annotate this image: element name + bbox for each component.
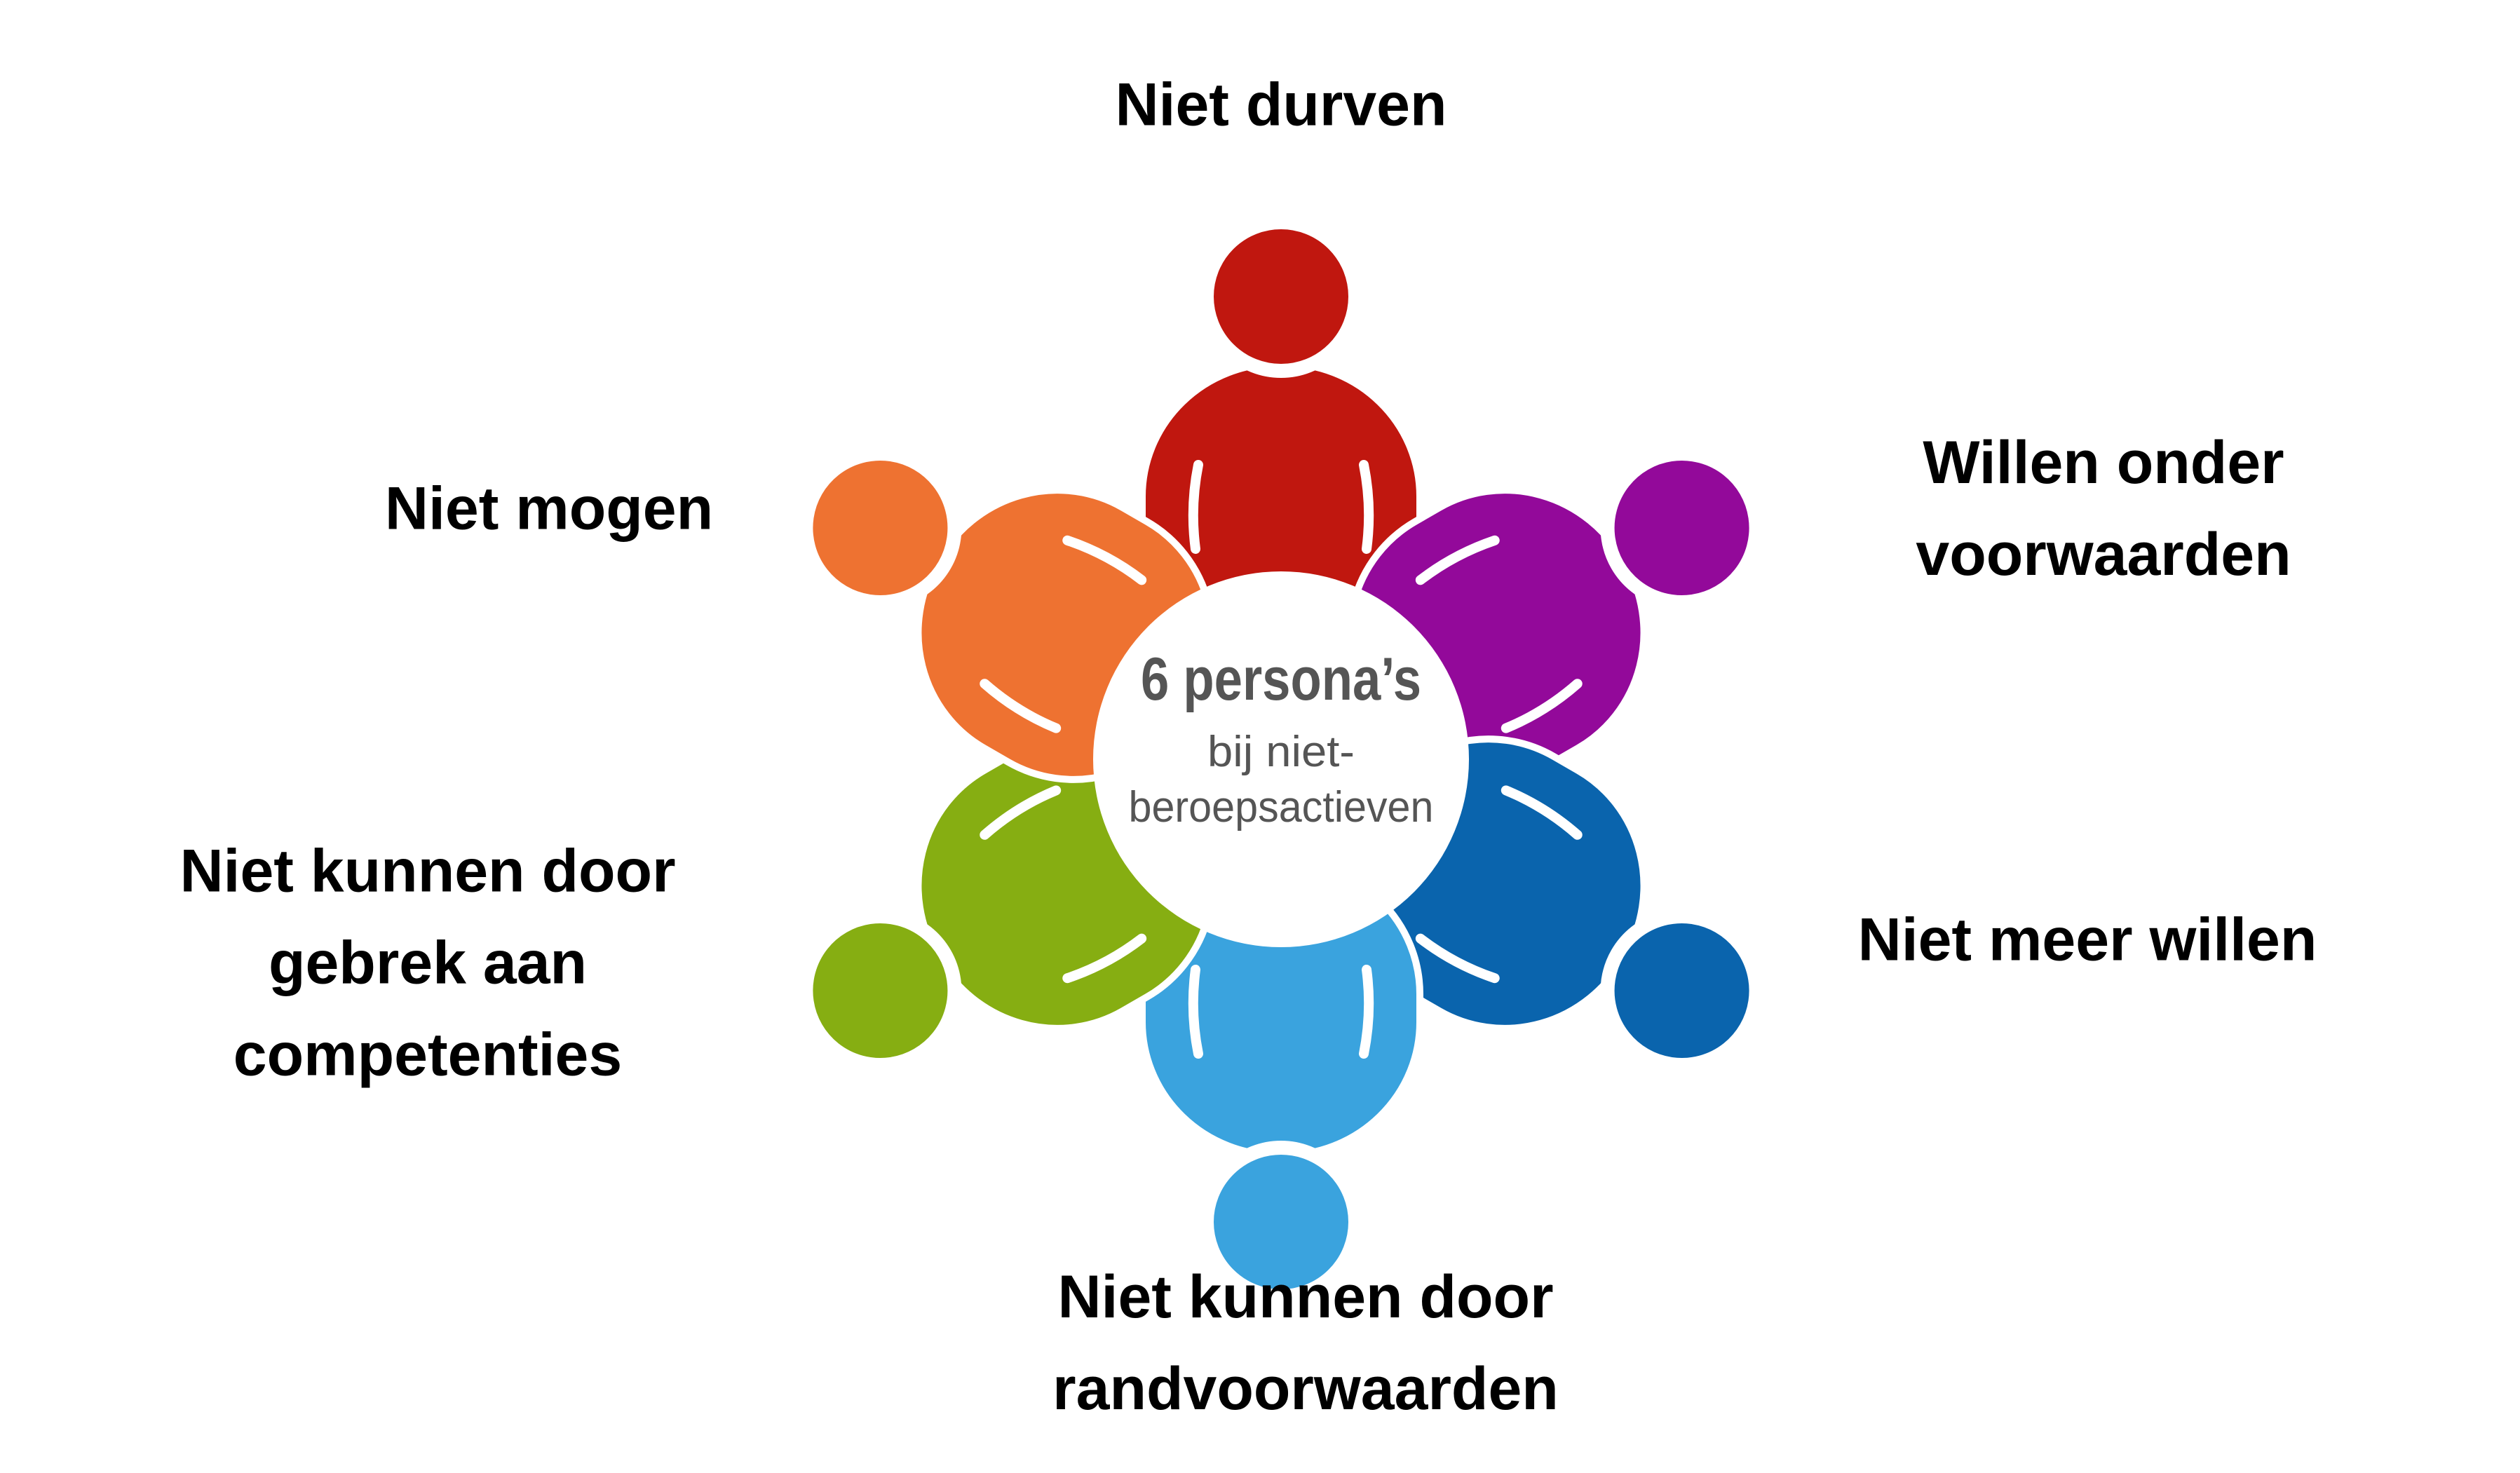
person-icon — [1139, 215, 1423, 661]
person-head — [1200, 1141, 1362, 1303]
label-niet-mogen: Niet mogen — [385, 463, 713, 555]
center-circle — [1093, 571, 1469, 947]
center-subtitle-line2: beroepsactieven — [1129, 783, 1434, 831]
arm-line — [1359, 965, 1374, 1059]
person-icon — [799, 447, 1217, 783]
arm-line — [1415, 933, 1500, 984]
label-line: gebrek aan — [268, 929, 588, 997]
label-niet-durven: Niet durven — [1115, 60, 1447, 151]
label-line: randvoorwaarden — [1052, 1355, 1559, 1423]
center-title: 6 persona’s — [1141, 646, 1421, 713]
arm-line — [1359, 460, 1374, 554]
label-line: Willen onder — [1923, 429, 2284, 496]
label-line: competenties — [233, 1021, 623, 1089]
label-line: Niet kunnen door — [1057, 1263, 1554, 1331]
label-line: Niet durven — [1115, 71, 1447, 139]
arm-line — [1501, 785, 1583, 840]
label-willen-onder-voorwaarden: Willen onder voorwaarden — [1916, 417, 2291, 601]
arm-line — [1062, 933, 1147, 984]
person-head — [799, 909, 962, 1072]
arm-line — [980, 785, 1062, 840]
person-head — [1600, 447, 1763, 609]
arm-line — [1188, 965, 1203, 1059]
arm-line — [980, 679, 1062, 733]
person-head — [799, 447, 962, 609]
person-icon — [1139, 857, 1423, 1303]
label-line: voorwaarden — [1916, 521, 2291, 588]
person-head — [1600, 909, 1763, 1072]
arm-line — [1501, 679, 1583, 733]
arm-line — [1188, 460, 1203, 554]
label-line: Niet kunnen door — [179, 837, 676, 905]
arm-line — [1415, 535, 1500, 585]
label-niet-meer-willen: Niet meer willen — [1858, 895, 2317, 986]
label-niet-kunnen-competenties: Niet kunnen door gebrek aan competenties — [179, 826, 675, 1101]
center-subtitle-line1: bij niet- — [1207, 728, 1355, 776]
arm-line — [1062, 535, 1147, 585]
label-line: Niet mogen — [384, 475, 714, 543]
label-niet-kunnen-randvoorwaarden: Niet kunnen door randvoorwaarden — [1052, 1251, 1559, 1435]
label-line: Niet meer willen — [1857, 906, 2317, 974]
person-head — [1200, 215, 1362, 378]
